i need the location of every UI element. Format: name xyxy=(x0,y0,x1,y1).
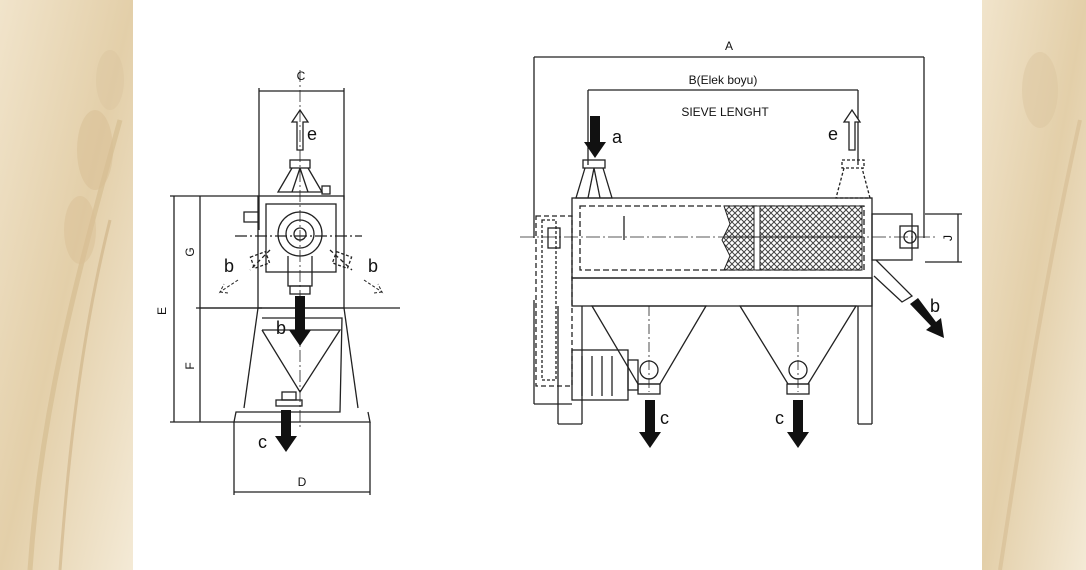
left-side-panel xyxy=(0,0,133,570)
flow-e-label: e xyxy=(307,124,317,144)
flow-a-label: a xyxy=(612,127,623,147)
flow-b-side-label: b xyxy=(930,296,940,316)
sieve-mesh xyxy=(721,205,863,271)
flow-c2-arrow xyxy=(787,400,809,448)
dim-b-label: B(Elek boyu) xyxy=(689,73,758,87)
dim-d-label: D xyxy=(298,475,307,489)
dim-j-label: J xyxy=(941,235,955,241)
sieve-length-label: SIEVE LENGHT xyxy=(681,105,769,119)
flow-e-side-label: e xyxy=(828,124,838,144)
flow-a-arrow xyxy=(584,116,606,158)
dim-f-label: F xyxy=(183,362,197,369)
flow-c-arrow xyxy=(275,410,297,452)
flow-b-down-label: b xyxy=(276,318,286,338)
flow-b-down-arrow xyxy=(289,296,311,346)
side-flow-arrows xyxy=(584,116,944,448)
flow-b-right-label: b xyxy=(368,256,378,276)
flow-b-arrow xyxy=(910,298,944,338)
flow-c1-arrow xyxy=(639,400,661,448)
right-side-panel xyxy=(982,0,1086,570)
flow-c2-label: c xyxy=(775,408,784,428)
front-flow-arrows xyxy=(275,296,311,452)
flow-c-label: c xyxy=(258,432,267,452)
dim-c-label: C xyxy=(297,69,306,83)
front-side-outlet-arrows xyxy=(218,279,384,294)
dim-e-label: E xyxy=(155,307,169,315)
dim-a-label: A xyxy=(725,39,733,53)
dim-g-label: G xyxy=(183,247,197,256)
flow-c1-label: c xyxy=(660,408,669,428)
flow-b-left-label: b xyxy=(224,256,234,276)
side-view xyxy=(520,56,962,425)
